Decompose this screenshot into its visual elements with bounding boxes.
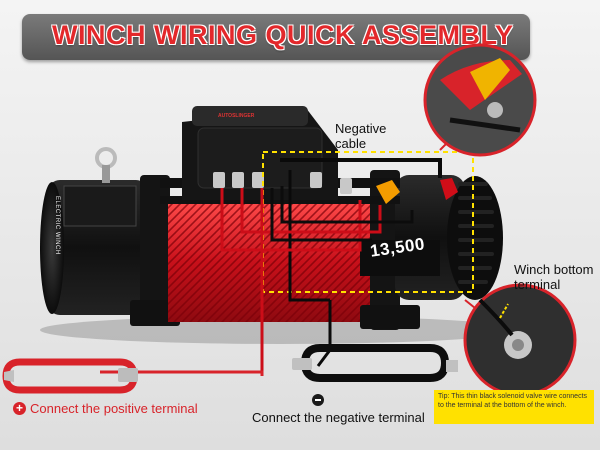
motor-label-plate <box>63 185 137 227</box>
terminal-inset-bottom <box>463 283 577 397</box>
left-bracket <box>140 175 170 323</box>
positive-cable-coil <box>2 358 264 394</box>
winch-bottom-terminal-label: Winch bottom terminal <box>514 262 594 292</box>
yellow-connector <box>376 180 400 204</box>
terminal-clamps <box>213 172 352 194</box>
minus-icon <box>312 394 324 406</box>
negative-cable-loop <box>280 158 442 178</box>
red-cable-end <box>440 178 458 200</box>
model-plate <box>360 240 440 276</box>
gearbox-ridges <box>458 182 494 284</box>
motor-plate-text: ELECTRIC WINCH <box>54 196 60 255</box>
brand-label: AUTOSLINGER <box>218 113 255 119</box>
right-foot <box>360 305 420 329</box>
eye-bolt-stem <box>102 165 110 183</box>
black-wires-drum <box>270 186 414 242</box>
control-box-lid <box>192 106 308 126</box>
negative-cable-label: Negative cable <box>335 121 387 151</box>
red-wires-drum <box>220 188 382 376</box>
motor-end-cap <box>40 182 64 314</box>
page-title: WINCH WIRING QUICK ASSEMBLY <box>52 20 514 50</box>
left-foot <box>130 300 180 326</box>
plus-icon: + <box>13 402 26 415</box>
negative-cable-coil <box>292 300 458 382</box>
eye-bolt <box>95 147 117 169</box>
terminal-inset-top <box>423 43 537 157</box>
title-banner <box>22 14 530 60</box>
solenoid-wire <box>288 170 330 302</box>
tip-note: Tip: This thin black solenoid valve wire… <box>434 390 594 424</box>
connect-positive-label: Connect the positive terminal <box>30 401 198 416</box>
connect-negative-label: Connect the negative terminal <box>252 410 425 425</box>
